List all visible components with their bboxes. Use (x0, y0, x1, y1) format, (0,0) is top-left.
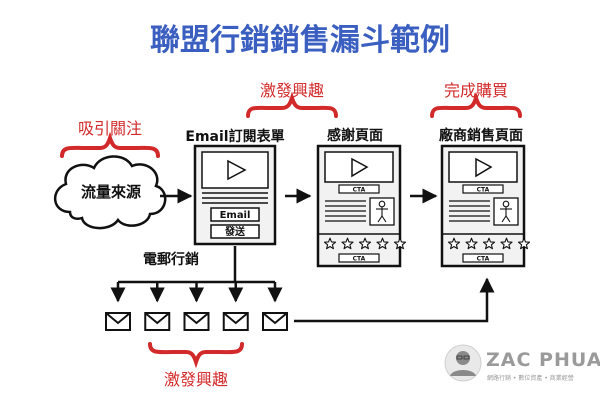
envelope-icon (262, 312, 288, 331)
star-icon (358, 237, 372, 250)
email-sequence (105, 282, 288, 331)
star-icon (465, 237, 478, 250)
envelope-icon (222, 312, 249, 331)
star-rating (323, 237, 407, 250)
star-icon (517, 237, 531, 250)
star-icon (323, 237, 337, 250)
email-interest-label: 激發興趣 (164, 370, 228, 389)
play-icon (227, 159, 247, 181)
person-icon (500, 200, 512, 223)
page-title: 聯盟行銷銷售漏斗範例 (150, 23, 450, 58)
attention-brace (60, 131, 160, 158)
video-frame (324, 151, 394, 183)
email-optin-label: Email訂閱表單 (185, 128, 284, 145)
star-icon (447, 237, 461, 250)
sales-page-label: 廠商銷售頁面 (439, 127, 523, 144)
cta-label: CTA (477, 256, 490, 263)
attention-label: 吸引關注 (78, 119, 142, 138)
sales-page: CTA CTA (440, 144, 531, 268)
email-marketing-label: 電郵行銷 (143, 251, 199, 268)
avatar-icon (456, 351, 470, 365)
star-icon (393, 237, 407, 250)
submit-button-box (210, 224, 260, 239)
person-icon (376, 200, 388, 223)
cta-button (462, 253, 504, 263)
star-icon (500, 237, 513, 250)
traffic-source-label: 流量來源 (81, 183, 141, 201)
cta-label: CTA (477, 187, 490, 194)
play-icon (475, 157, 493, 178)
cta-button (338, 253, 380, 263)
brand-tagline: 網路行銷 • 數位資產 • 商業經營 (487, 374, 574, 382)
star-icon (482, 237, 496, 250)
star-icon (341, 237, 354, 250)
play-icon (351, 157, 369, 178)
thankyou-page-label: 感謝頁面 (327, 127, 383, 144)
interest-brace (246, 91, 338, 118)
cta-button (462, 184, 504, 194)
purchase-label: 完成購買 (444, 81, 508, 100)
envelope-icon (144, 312, 171, 331)
video-frame (201, 151, 269, 189)
cta-label: CTA (353, 256, 366, 263)
envelope-icon (105, 312, 131, 331)
email-interest-brace (148, 342, 244, 369)
email-optin-form: Email 發送 (193, 144, 277, 246)
purchase-brace (430, 91, 522, 118)
star-icon (376, 237, 389, 250)
brand-logo (444, 344, 482, 382)
cloud-icon (54, 155, 167, 230)
cta-button (338, 184, 380, 194)
thankyou-page: CTA CTA (316, 144, 407, 268)
interest-label: 激發興趣 (260, 81, 324, 100)
email-input-box (210, 207, 260, 222)
submit-button-label: 發送 (224, 225, 246, 238)
brand-name: ZAC PHUA (486, 349, 600, 371)
email-input-label: Email (220, 210, 251, 221)
video-frame (448, 151, 518, 183)
arrow-emails-to-sales (294, 277, 495, 323)
envelope-icon (183, 312, 210, 331)
star-rating (447, 237, 531, 250)
cta-label: CTA (353, 187, 366, 194)
